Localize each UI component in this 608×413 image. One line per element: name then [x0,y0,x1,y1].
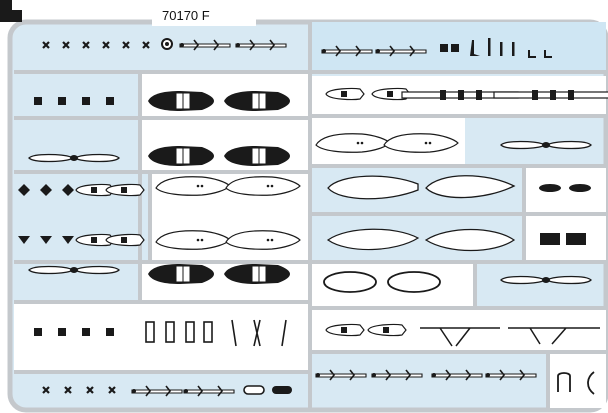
bracket-icon [440,38,552,58]
corner-tab-icon [0,0,22,22]
row7-parts [34,319,600,347]
row4-parts [18,175,591,200]
hub-icon [18,236,74,244]
fuselage-half-icon [147,90,215,112]
fuselage-half-icon [223,90,291,112]
row8-parts [41,369,595,397]
disc-part [539,184,591,192]
gear-leg-icon [420,327,600,347]
cowl-icon [243,385,292,395]
hub-icon [34,97,114,105]
propeller-icon [500,140,592,150]
fuselage-half-icon [223,263,291,285]
pod-part [325,87,365,101]
fuselage-half-icon [223,145,291,167]
fuselage-half-icon [147,145,215,167]
wing-half-icon [327,175,419,200]
canopy-part [323,271,441,293]
propeller-icon [500,275,592,285]
part-number-label: 70170 F [162,8,210,23]
wing-half-icon [424,228,516,252]
fuselage-half-icon [147,263,215,285]
row1-parts [41,38,552,58]
pod-part [105,233,145,247]
part-number-plate [152,4,256,26]
pod-part [367,323,407,337]
wing-half-icon [425,175,516,199]
row5-parts [18,228,586,252]
bracket-icon [540,233,586,245]
pod-part [105,183,145,197]
locating-pin-icon [161,38,173,50]
rack-part [493,89,608,101]
strut-icon [145,319,287,347]
sprue-runners [14,22,606,410]
pod-part [325,323,365,337]
hub-icon [34,328,114,336]
propeller-icon [28,265,120,275]
row2-parts [34,87,608,112]
propeller-icon [28,153,120,163]
row6-parts [28,263,592,293]
hub-icon [18,184,74,196]
wing-half-icon [326,228,420,251]
bracket-icon [557,371,595,395]
